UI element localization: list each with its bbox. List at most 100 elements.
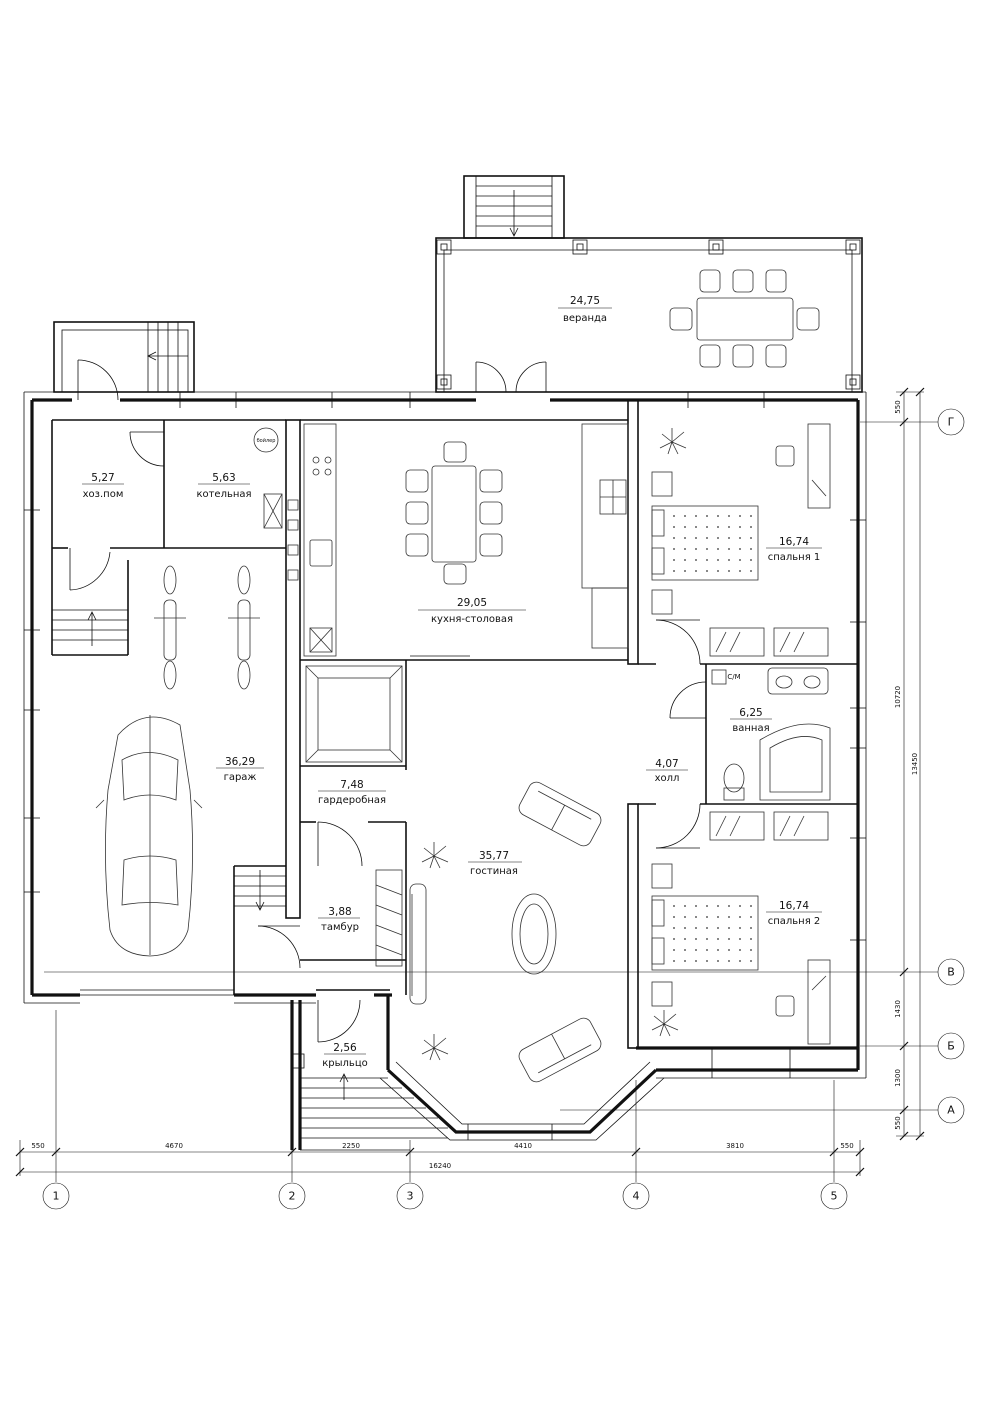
bedspread-dot	[695, 515, 697, 517]
bedspread-dot	[750, 949, 752, 951]
plant-icon	[421, 428, 687, 1061]
bedroom2-area: 16,74	[779, 900, 809, 912]
car	[95, 715, 203, 957]
dim-right-4: 1300	[894, 1069, 902, 1087]
axis-5: 5	[831, 1190, 838, 1203]
axis-bubbles-right: Г В Б А	[937, 408, 965, 1124]
bedroom1-dots	[673, 515, 752, 572]
porch-area: 2,56	[333, 1042, 357, 1054]
window-marks	[24, 392, 866, 1140]
bedspread-dot	[673, 927, 675, 929]
bedspread-dot	[673, 905, 675, 907]
dim-right-5: 550	[894, 1116, 902, 1129]
bedspread-dot	[750, 515, 752, 517]
bedroom1-furniture	[651, 423, 831, 657]
utility-area: 5,27	[91, 472, 114, 484]
bedspread-dot	[706, 960, 708, 962]
bedspread-dot	[706, 559, 708, 561]
dim-right-3: 1430	[894, 1000, 902, 1018]
bathroom-area: 6,25	[739, 707, 762, 719]
bedspread-dot	[673, 526, 675, 528]
bedspread-dot	[673, 559, 675, 561]
bedspread-dot	[739, 938, 741, 940]
bedspread-dot	[673, 548, 675, 550]
bedspread-dot	[750, 570, 752, 572]
bedspread-dot	[717, 927, 719, 929]
living-furniture	[409, 781, 602, 1083]
bedspread-dot	[728, 548, 730, 550]
bedspread-dot	[739, 548, 741, 550]
bedspread-dot	[750, 905, 752, 907]
bedroom2-name: спальня 2	[768, 916, 821, 927]
veranda-area: 24,75	[570, 295, 600, 307]
bedspread-dot	[728, 537, 730, 539]
bedspread-dot	[728, 905, 730, 907]
bedspread-dot	[684, 526, 686, 528]
bedspread-dot	[728, 938, 730, 940]
vestibule-name: тамбур	[321, 922, 359, 933]
bedspread-dot	[695, 916, 697, 918]
dim-bottom-2: 4670	[165, 1142, 183, 1150]
axis-B: Б	[947, 1040, 955, 1053]
bedspread-dot	[739, 916, 741, 918]
bedroom1-name: спальня 1	[768, 552, 821, 563]
bedroom1-area: 16,74	[779, 536, 809, 548]
motorcycle-1	[154, 565, 186, 690]
bedspread-dot	[750, 916, 752, 918]
bedspread-dot	[706, 905, 708, 907]
boiler-area: 5,63	[212, 472, 235, 484]
axis-3: 3	[407, 1190, 414, 1203]
kitchen-area: 29,05	[457, 597, 487, 609]
bedspread-dot	[706, 515, 708, 517]
bedspread-dot	[684, 949, 686, 951]
living-name: гостиная	[470, 866, 518, 877]
bedspread-dot	[750, 537, 752, 539]
bedspread-dot	[750, 526, 752, 528]
bedspread-dot	[684, 559, 686, 561]
axis-bubbles-bottom: 1 2 3 4 5	[42, 1182, 848, 1210]
outer-walls	[23, 391, 867, 1150]
bedspread-dot	[706, 916, 708, 918]
garage-stairs	[52, 609, 286, 911]
bedspread-dot	[695, 938, 697, 940]
dining-table	[405, 441, 503, 585]
motorcycle-2	[228, 565, 260, 690]
dim-bottom-total: 16240	[429, 1162, 451, 1170]
bedspread-dot	[739, 515, 741, 517]
grid-lines	[44, 421, 938, 1182]
bedspread-dot	[717, 949, 719, 951]
bedspread-dot	[739, 927, 741, 929]
dim-bottom-1: 550	[31, 1142, 44, 1150]
bedroom2-dots	[673, 905, 752, 962]
vestibule-area: 3,88	[328, 906, 351, 918]
bathroom-fixtures	[711, 667, 831, 801]
bedspread-dot	[728, 916, 730, 918]
bedspread-dot	[706, 537, 708, 539]
bedspread-dot	[684, 905, 686, 907]
dim-bottom-4: 4410	[514, 1142, 532, 1150]
bedspread-dot	[750, 548, 752, 550]
bedspread-dot	[706, 938, 708, 940]
hall-area: 4,07	[655, 758, 678, 770]
dim-bottom-5: 3810	[726, 1142, 744, 1150]
bedspread-dot	[717, 938, 719, 940]
bedspread-dot	[717, 515, 719, 517]
dimension-chain-bottom	[15, 1140, 865, 1177]
bedspread-dot	[673, 949, 675, 951]
bedspread-dot	[695, 526, 697, 528]
axis-1: 1	[53, 1190, 60, 1203]
dim-right-total: 13450	[911, 753, 919, 775]
bedspread-dot	[684, 537, 686, 539]
veranda: 24,75 веранда	[435, 175, 863, 393]
dimension-labels-right: 550 10720 1430 1300 550 13450	[894, 400, 919, 1129]
wardrobe-area: 7,48	[340, 779, 363, 791]
hall-name: холл	[655, 773, 680, 784]
bedspread-dot	[728, 515, 730, 517]
bedspread-dot	[673, 570, 675, 572]
bedspread-dot	[739, 949, 741, 951]
bedspread-dot	[739, 960, 741, 962]
axis-V: В	[947, 966, 955, 979]
bedspread-dot	[695, 570, 697, 572]
garage-area: 36,29	[225, 756, 255, 768]
